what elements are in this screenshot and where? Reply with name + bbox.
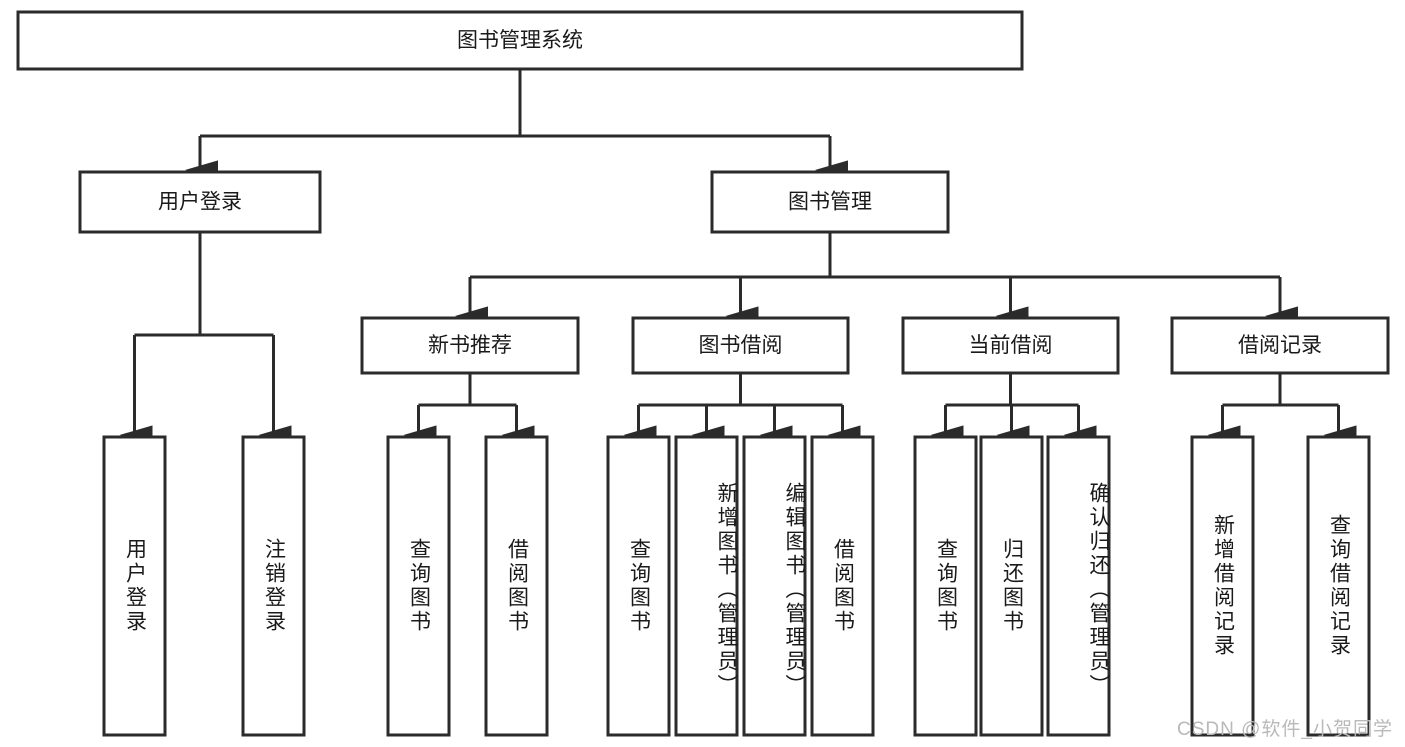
leaf-node-leaf-query-book-3[interactable]	[913, 435, 978, 737]
node-root[interactable]: 图书管理系统	[16, 10, 1024, 71]
leaf-node-leaf-user-login[interactable]	[102, 435, 167, 737]
node-book-borrow[interactable]: 图书借阅	[631, 316, 850, 375]
leaf-node-leaf-return-book[interactable]	[979, 435, 1044, 737]
node-label: 图书借阅	[699, 334, 783, 357]
leaf-node-leaf-confirm-return[interactable]	[1046, 435, 1111, 737]
leaf-node-leaf-query-borrow-record[interactable]	[1306, 435, 1371, 737]
leaf-node-leaf-logout-login[interactable]	[241, 435, 306, 737]
leaf-node-leaf-query-book-1[interactable]	[386, 435, 451, 737]
node-label: 当前借阅	[969, 334, 1053, 357]
leaf-node-leaf-borrow-book-2[interactable]	[810, 435, 875, 737]
leaf-node-leaf-add-book[interactable]	[674, 435, 739, 737]
node-book-management[interactable]: 图书管理	[710, 170, 950, 234]
node-label: 图书管理	[788, 191, 872, 214]
watermark-text: CSDN @软件_小贺同学	[1177, 719, 1393, 740]
connector-edges	[119, 69, 1357, 445]
node-label: 借阅记录	[1238, 334, 1322, 357]
node-borrow-record[interactable]: 借阅记录	[1170, 316, 1390, 375]
node-new-book-recommend[interactable]: 新书推荐	[360, 316, 580, 375]
node-label: 新书推荐	[428, 334, 512, 357]
leaf-node-leaf-edit-book[interactable]	[742, 435, 807, 737]
node-label: 图书管理系统	[457, 29, 583, 52]
node-user-login[interactable]: 用户登录	[78, 170, 322, 234]
node-label: 用户登录	[158, 191, 242, 214]
node-current-borrow[interactable]: 当前借阅	[901, 316, 1120, 375]
leaf-node-leaf-add-borrow-record[interactable]	[1190, 435, 1255, 737]
leaf-node-leaf-query-book-2[interactable]	[606, 435, 671, 737]
leaf-node-leaf-borrow-book-1[interactable]	[484, 435, 549, 737]
